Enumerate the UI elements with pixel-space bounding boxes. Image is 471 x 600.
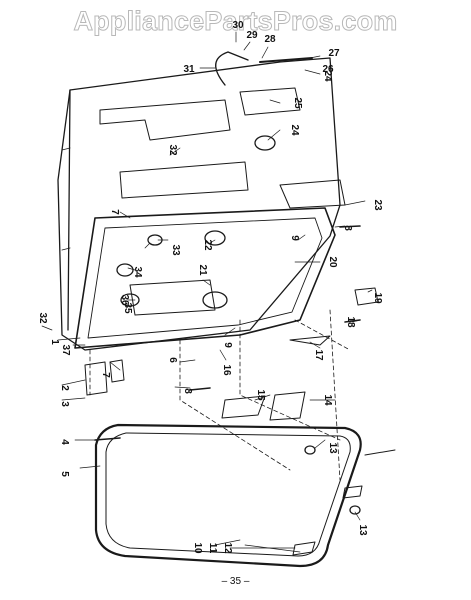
pulley <box>202 291 228 309</box>
callout-label: 23 <box>372 199 383 211</box>
callout-label: 6 <box>167 357 178 363</box>
assembly-line <box>294 319 351 351</box>
rod <box>259 57 313 63</box>
watermark: AppliancePartsPros.com <box>73 6 398 37</box>
screw <box>339 225 361 228</box>
bracket <box>289 335 331 346</box>
pulley <box>254 135 276 151</box>
cabinet-outline <box>57 57 341 351</box>
bracket <box>279 179 346 209</box>
hinge-part <box>84 361 108 396</box>
assembly-line <box>329 309 341 481</box>
callout-label: 24 <box>322 70 333 82</box>
callout-label: 1 <box>49 339 60 345</box>
cabinet-top-edge <box>67 89 71 331</box>
tub-frame-inner <box>87 217 323 339</box>
callout-label: 7 <box>109 209 120 215</box>
callout-label: 4 <box>59 439 70 445</box>
callout-label: 13 <box>327 442 338 454</box>
clip <box>342 485 363 499</box>
pulley <box>116 263 134 277</box>
pulley <box>204 230 226 246</box>
callout-label: 26 <box>322 64 334 75</box>
screw <box>189 387 211 391</box>
bracket <box>221 395 266 419</box>
bracket <box>269 391 306 421</box>
screw <box>94 437 121 441</box>
callout-label: 15 <box>255 389 266 401</box>
callout-label: 33 <box>170 244 181 256</box>
assembly-line <box>179 339 291 471</box>
callout-label: 16 <box>221 364 232 376</box>
callout-label: 8 <box>342 225 353 231</box>
callout-label: 11 <box>207 543 218 554</box>
door-gasket <box>94 423 362 568</box>
bracket <box>354 287 379 306</box>
callout-label: 35 <box>122 302 133 314</box>
callout-label: 30 <box>232 20 244 31</box>
callout-label: 21 <box>197 264 208 276</box>
callout-label: 37 <box>60 344 71 356</box>
callout-label: 12 <box>222 542 233 554</box>
callout-label: 28 <box>264 34 276 45</box>
bracket <box>239 87 301 116</box>
callout-label: 2 <box>59 385 70 391</box>
callout-label: 27 <box>328 48 340 59</box>
callout-label: 24 <box>289 124 300 136</box>
cabinet-side-ribs <box>61 147 71 251</box>
mid-panel <box>119 161 249 199</box>
callout-label: 32 <box>167 144 178 156</box>
hinge-part <box>109 359 125 383</box>
door-gasket-inner <box>105 432 351 557</box>
callout-label: 19 <box>372 292 383 304</box>
callout-label: 25 <box>292 97 303 109</box>
washer <box>304 445 316 455</box>
clip <box>292 541 316 556</box>
callout-label: 3 <box>59 401 70 407</box>
callout-label: 5 <box>59 471 70 477</box>
upper-panel <box>99 99 231 141</box>
page-number: – 35 – <box>221 576 250 587</box>
callout-label: 36 <box>119 294 130 306</box>
callout-label: 13 <box>357 524 368 536</box>
callout-label: 18 <box>345 316 356 328</box>
callout-label: 9 <box>222 342 233 348</box>
callout-label: 17 <box>313 349 324 361</box>
bracket <box>215 51 249 86</box>
callout-label: 32 <box>37 312 48 324</box>
callout-label: 29 <box>246 30 258 41</box>
callout-label: 14 <box>322 394 333 406</box>
motor-body <box>129 279 216 316</box>
callout-label: 10 <box>192 542 203 554</box>
callout-label: 9 <box>289 235 300 241</box>
callout-label: 31 <box>183 64 195 75</box>
tub-frame <box>74 207 336 349</box>
callout-label: 8 <box>182 388 193 394</box>
washer <box>349 505 361 515</box>
callout-label: 22 <box>202 239 213 251</box>
pulley <box>120 293 140 307</box>
assembly-line <box>239 319 341 441</box>
callout-label: 20 <box>327 256 338 268</box>
rod <box>364 449 396 456</box>
callout-label: 7 <box>100 372 111 378</box>
callout-label: 34 <box>132 266 143 278</box>
